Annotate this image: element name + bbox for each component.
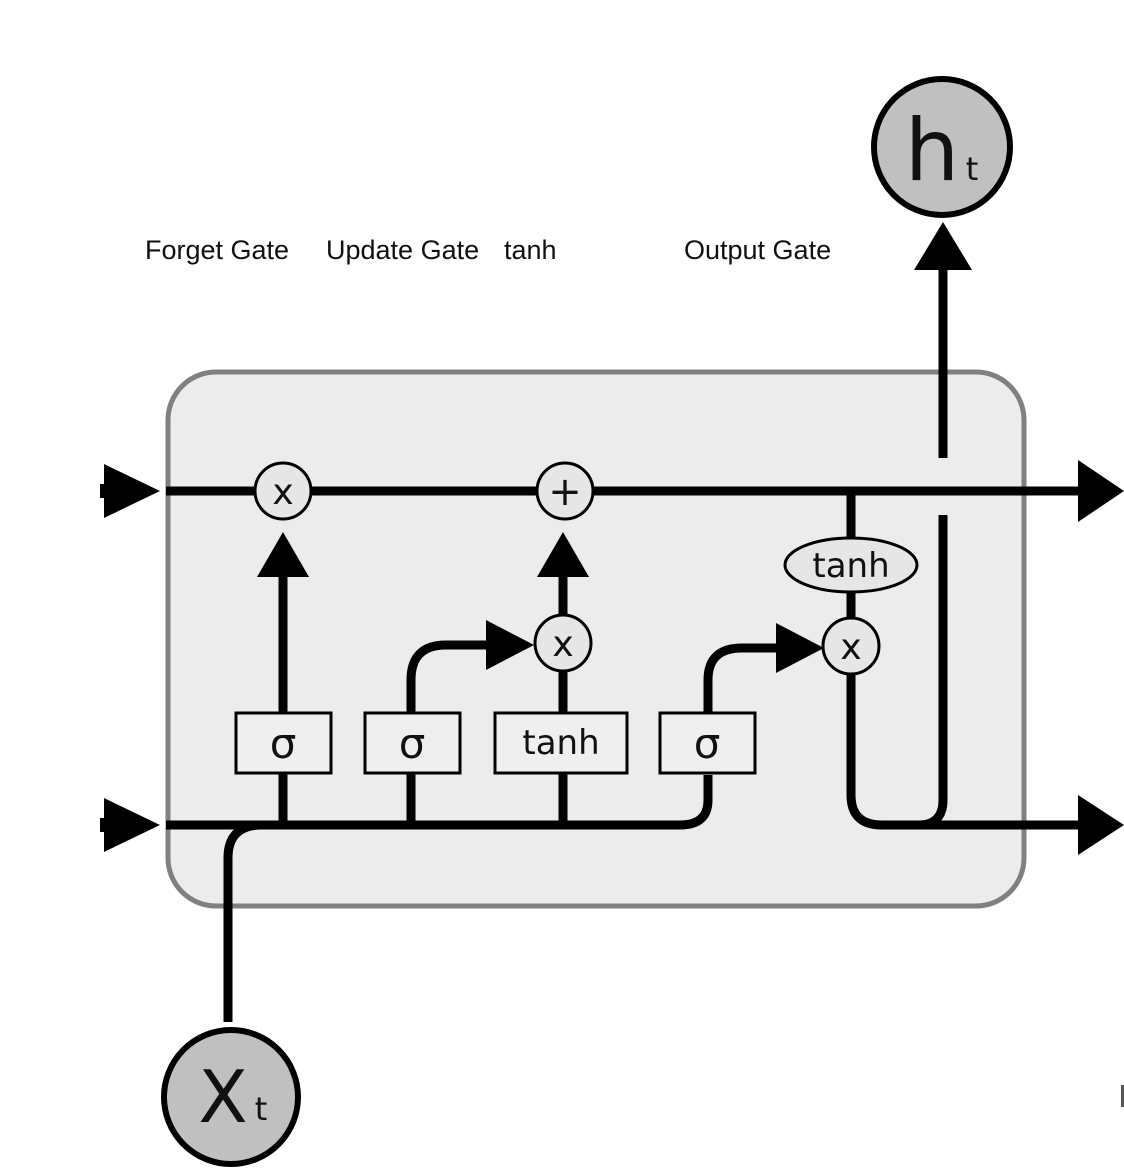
output-sigma-layer: σ bbox=[658, 711, 757, 775]
xt-node: X t bbox=[161, 1027, 301, 1167]
candidate-tanh-label: tanh bbox=[522, 723, 599, 763]
hidden-in-tail bbox=[100, 818, 112, 832]
forget-gate-label: Forget Gate bbox=[145, 235, 290, 265]
input-sigma-layer: σ bbox=[363, 711, 462, 775]
forget-multiply-op: x bbox=[253, 461, 313, 521]
hidden-in-arrow bbox=[104, 798, 160, 852]
xt-sub-label: t bbox=[255, 1090, 268, 1128]
tanh-gate-label: tanh bbox=[504, 235, 557, 265]
candidate-path bbox=[537, 532, 589, 825]
cell-state-in-tail bbox=[100, 484, 112, 498]
cell-state-line bbox=[166, 460, 1124, 522]
input-sigma-label: σ bbox=[399, 719, 426, 768]
xt-main-label: X bbox=[198, 1055, 247, 1139]
input-multiply-op: x bbox=[533, 613, 593, 673]
ht-sub-label: t bbox=[966, 150, 979, 188]
forget-gate-path bbox=[257, 532, 309, 825]
output-multiply-symbol: x bbox=[840, 627, 861, 668]
ht-main-label: h bbox=[905, 101, 960, 201]
cell-add-op: + bbox=[535, 461, 595, 521]
update-gate-label: Update Gate bbox=[326, 235, 480, 265]
cell-tanh-label: tanh bbox=[812, 546, 889, 586]
candidate-tanh-layer: tanh bbox=[493, 711, 629, 775]
cell-state-in-arrow bbox=[104, 464, 160, 518]
ht-node: h t bbox=[871, 76, 1013, 218]
input-multiply-symbol: x bbox=[552, 624, 573, 665]
hidden-out-arrow bbox=[1078, 795, 1124, 855]
hidden-bus bbox=[166, 775, 713, 1022]
forget-multiply-symbol: x bbox=[272, 472, 293, 513]
ht-up-arrow bbox=[914, 222, 972, 270]
edge-mark bbox=[1121, 1085, 1124, 1107]
output-sigma-label: σ bbox=[694, 719, 721, 768]
cell-state-out-arrow bbox=[1078, 460, 1124, 522]
output-gate-label: Output Gate bbox=[684, 235, 832, 265]
cell-output-path bbox=[846, 222, 1124, 855]
forget-sigma-layer: σ bbox=[234, 711, 333, 775]
forget-sigma-label: σ bbox=[270, 719, 297, 768]
cell-tanh-op: tanh bbox=[783, 536, 919, 594]
output-multiply-op: x bbox=[821, 616, 881, 676]
cell-add-symbol: + bbox=[548, 469, 582, 515]
input-gate-path bbox=[406, 620, 534, 825]
output-gate-path bbox=[703, 623, 824, 713]
